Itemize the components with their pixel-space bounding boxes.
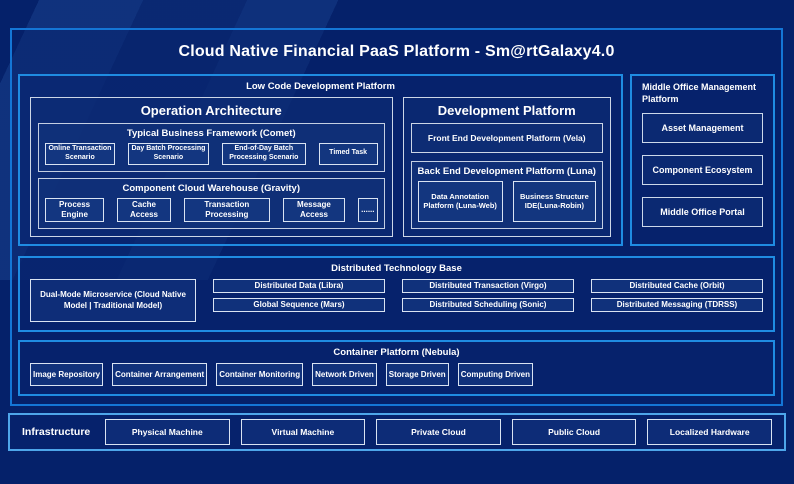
distributed-column-3: Distributed Cache (Orbit) Distributed Me…: [591, 279, 763, 322]
box-physical-machine: Physical Machine: [105, 419, 230, 445]
container-platform-items-row: Image Repository Container Arrangement C…: [30, 363, 763, 386]
box-cache-access: Cache Access: [117, 197, 171, 222]
development-platform-panel: Development Platform Front End Developme…: [402, 97, 611, 237]
comet-items-row: Online Transaction Scenario Day Batch Pr…: [45, 143, 378, 165]
distributed-technology-base-panel: Distributed Technology Base Dual-Mode Mi…: [18, 256, 775, 332]
luna-items-row: Data Annotation Platform (Luna-Web) Busi…: [417, 181, 596, 222]
box-process-engine: Process Engine: [45, 197, 105, 222]
distributed-items-row: Dual-Mode Microservice (Cloud Native Mod…: [30, 279, 763, 322]
box-distributed-data-libra: Distributed Data (Libra): [213, 279, 385, 293]
infrastructure-panel: Infrastructure Physical Machine Virtual …: [8, 413, 786, 451]
low-code-development-platform-panel: Low Code Development Platform Operation …: [18, 74, 623, 246]
operation-architecture-panel: Operation Architecture Typical Business …: [30, 97, 393, 237]
container-platform-title: Container Platform (Nebula): [333, 347, 460, 358]
main-container: Cloud Native Financial PaaS Platform - S…: [10, 28, 783, 406]
box-ellipsis: ......: [358, 197, 378, 222]
box-asset-management: Asset Management: [642, 113, 763, 144]
box-timed-task: Timed Task: [318, 143, 378, 165]
box-day-batch-processing-scenario: Day Batch Processing Scenario: [127, 143, 209, 165]
middle-office-management-platform-panel: Middle Office Management Platform Asset …: [630, 74, 775, 246]
box-business-structure-ide-luna-robin: Business Structure IDE(Luna-Robin): [512, 181, 596, 222]
box-dual-mode-microservice: Dual-Mode Microservice (Cloud Native Mod…: [30, 279, 196, 322]
low-code-inner-row: Operation Architecture Typical Business …: [30, 97, 611, 237]
box-distributed-transaction-virgo: Distributed Transaction (Virgo): [402, 279, 574, 293]
comet-title: Typical Business Framework (Comet): [126, 128, 296, 139]
box-public-cloud: Public Cloud: [511, 419, 637, 445]
distributed-column-1: Distributed Data (Libra) Global Sequence…: [213, 279, 385, 322]
middle-office-title: Middle Office Management Platform: [642, 82, 757, 104]
box-transaction-processing: Transaction Processing: [183, 197, 270, 222]
box-middle-office-portal: Middle Office Portal: [642, 197, 763, 228]
box-distributed-cache-orbit: Distributed Cache (Orbit): [591, 279, 763, 293]
box-distributed-scheduling-sonic: Distributed Scheduling (Sonic): [402, 298, 574, 312]
box-end-of-day-batch-processing-scenario: End-of-Day Batch Processing Scenario: [221, 143, 306, 165]
gravity-title: Component Cloud Warehouse (Gravity): [122, 182, 301, 194]
container-platform-nebula-panel: Container Platform (Nebula) Image Reposi…: [18, 340, 775, 396]
box-computing-driven: Computing Driven: [457, 363, 534, 386]
luna-title: Back End Development Platform (Luna): [417, 166, 596, 177]
box-container-arrangement: Container Arrangement: [112, 363, 208, 386]
box-localized-hardware: Localized Hardware: [647, 419, 772, 445]
box-private-cloud: Private Cloud: [376, 419, 501, 445]
box-message-access: Message Access: [282, 197, 346, 222]
distributed-title: Distributed Technology Base: [331, 263, 462, 274]
gravity-items-row: Process Engine Cache Access Transaction …: [45, 197, 378, 222]
box-front-end-development-platform-vela: Front End Development Platform (Vela): [410, 123, 603, 153]
component-cloud-warehouse-gravity-box: Component Cloud Warehouse (Gravity) Proc…: [38, 177, 385, 229]
box-container-monitoring: Container Monitoring: [216, 363, 304, 386]
box-storage-driven: Storage Driven: [385, 363, 449, 386]
operation-architecture-title: Operation Architecture: [140, 103, 282, 118]
box-component-ecosystem: Component Ecosystem: [642, 155, 763, 186]
upper-content-row: Low Code Development Platform Operation …: [12, 74, 781, 246]
box-network-driven: Network Driven: [312, 363, 377, 386]
box-data-annotation-platform-luna-web: Data Annotation Platform (Luna-Web): [417, 181, 503, 222]
infrastructure-label: Infrastructure: [22, 426, 91, 438]
box-virtual-machine: Virtual Machine: [240, 419, 366, 445]
typical-business-framework-comet-box: Typical Business Framework (Comet) Onlin…: [38, 123, 385, 172]
page-title: Cloud Native Financial PaaS Platform - S…: [178, 43, 615, 60]
box-online-transaction-scenario: Online Transaction Scenario: [45, 143, 115, 165]
development-platform-title: Development Platform: [437, 103, 576, 118]
box-distributed-messaging-tdrss: Distributed Messaging (TDRSS): [591, 298, 763, 312]
low-code-platform-title: Low Code Development Platform: [246, 81, 395, 92]
box-image-repository: Image Repository: [30, 363, 104, 386]
box-global-sequence-mars: Global Sequence (Mars): [213, 298, 385, 312]
distributed-column-2: Distributed Transaction (Virgo) Distribu…: [402, 279, 574, 322]
back-end-development-platform-luna-box: Back End Development Platform (Luna) Dat…: [410, 161, 603, 229]
